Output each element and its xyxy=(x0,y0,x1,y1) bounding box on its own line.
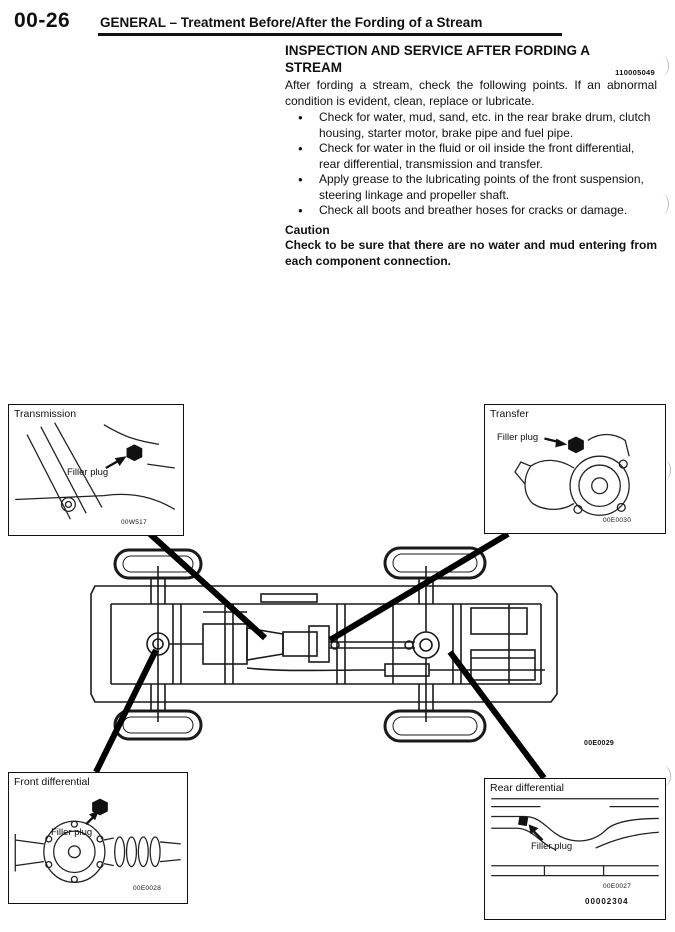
rear-differential-sketch xyxy=(491,798,659,877)
callout-transfer: Transfer Filler plug 00E0030 xyxy=(484,404,666,534)
header-title: GENERAL – Treatment Before/After the For… xyxy=(100,15,483,30)
intro-paragraph: After fording a stream, check the follow… xyxy=(285,78,657,108)
filler-plug-label: Filler plug xyxy=(51,827,93,838)
bullet-icon xyxy=(298,141,319,172)
bullet-text: Apply grease to the lubricating points o… xyxy=(319,172,644,202)
scan-artifact-curve xyxy=(662,194,669,214)
bullet-list: Check for water, mud, sand, etc. in the … xyxy=(285,110,657,220)
bullet-text: Check for water in the fluid or oil insi… xyxy=(319,141,635,171)
filler-plug-label: Filler plug xyxy=(531,841,573,852)
section-content: INSPECTION AND SERVICE AFTER FORDING A S… xyxy=(285,42,657,269)
scan-artifact-curve xyxy=(664,766,671,786)
figure-code: 00W517 xyxy=(121,519,148,526)
callout-title: Transmission xyxy=(14,408,77,420)
page-number: 00-26 xyxy=(14,9,71,32)
front-differential-sketch xyxy=(14,798,181,883)
figure-code: 00E0028 xyxy=(133,885,162,892)
figure-code: 00E0027 xyxy=(603,883,632,890)
bullet-text: Check all boots and breather hoses for c… xyxy=(319,203,628,217)
callout-rear-differential: Rear differential Filler plug 00E0027 00… xyxy=(484,778,666,920)
scan-artifact-curve xyxy=(662,56,669,76)
scan-artifact-curve xyxy=(664,460,671,480)
callout-title: Rear differential xyxy=(490,782,564,794)
bullet-item: Check for water in the fluid or oil insi… xyxy=(285,141,657,172)
section-title: INSPECTION AND SERVICE AFTER FORDING A S… xyxy=(285,43,590,75)
transfer-sketch xyxy=(514,433,630,516)
filler-plug-label: Filler plug xyxy=(497,432,539,443)
bullet-text: Check for water, mud, sand, etc. in the … xyxy=(319,110,651,140)
header-rule xyxy=(98,33,562,36)
bullet-icon xyxy=(298,110,319,141)
caution-label: Caution xyxy=(285,222,330,237)
callout-title: Transfer xyxy=(490,408,529,420)
bullet-item: Check for water, mud, sand, etc. in the … xyxy=(285,110,657,141)
figure-code-chassis: 00E0029 xyxy=(584,740,615,747)
callout-transmission: Transmission Filler plug 00W517 xyxy=(8,404,184,536)
transmission-sketch xyxy=(15,422,176,520)
filler-plug-label: Filler plug xyxy=(67,467,109,478)
figure-code: 00E0030 xyxy=(603,517,632,524)
bullet-item: Check all boots and breather hoses for c… xyxy=(285,203,657,220)
callout-front-differential: Front differential Filler plug xyxy=(8,772,188,904)
bullet-icon xyxy=(298,203,319,220)
bullet-item: Apply grease to the lubricating points o… xyxy=(285,172,657,203)
chassis-underbody-drawing xyxy=(90,546,558,743)
caution-text: Check to be sure that there are no water… xyxy=(285,238,657,268)
callout-title: Front differential xyxy=(14,776,90,788)
bullet-icon xyxy=(298,172,319,203)
section-code: 110005049 xyxy=(615,68,655,77)
document-code: 00002304 xyxy=(585,897,629,906)
